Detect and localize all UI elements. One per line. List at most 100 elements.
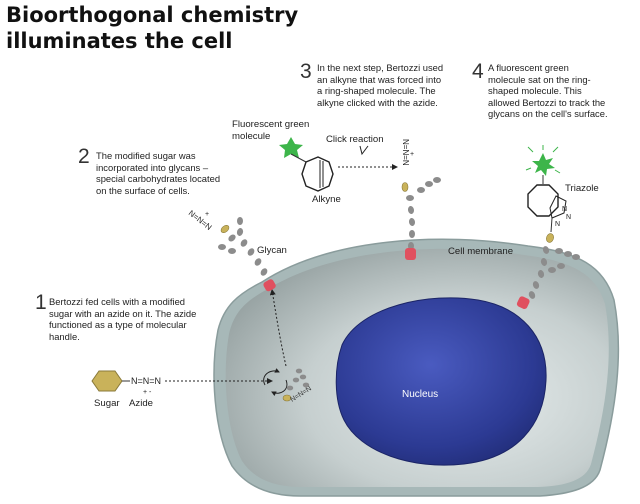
step-4-line-4: allowed Bertozzi to track the [488,96,606,108]
step-4-line-1: A fluorescent green [488,62,569,73]
triazole-n-2: N [566,214,571,221]
title-line-1: Bioorthogonal chemistry [6,3,299,27]
glycan3-unit-1 [542,246,550,254]
glow-ray-5 [554,169,561,174]
glow-ray-4 [525,167,532,171]
inner-glycan-unit-3 [295,368,303,374]
step-3-line-4: alkyne clicked with the azide. [317,96,438,108]
glycan3-unit-8 [572,254,580,260]
fluorescent-label-line-2: molecule [232,130,271,142]
glycan1-unit-2 [254,258,262,266]
glycan1-unit-6 [237,217,243,225]
membrane-anchor-1 [263,279,276,292]
cycle-arrow-2 [271,379,288,397]
glycan1-azide: N=N=N [187,208,214,232]
step-4-line-3: shaped molecule. This [488,85,582,97]
fluor-glow-star [532,153,555,176]
triazole-octagon [527,184,559,217]
glycan3-unit-9 [548,267,556,273]
step-1-line-2: sugar with an azide on it. The azide [49,307,197,319]
triazole-label: Triazole [565,183,599,194]
step-2-number: 2 [78,145,90,168]
glycan1-unit-5 [236,228,244,236]
step-1-number: 1 [35,291,47,314]
step-3-number: 3 [300,60,312,83]
glycan3-unit-2 [540,258,548,266]
azide-label: Azide [129,398,153,409]
glycan1-unit-7 [228,248,236,254]
step-4-line-5: glycans on the cell's surface. [488,108,608,120]
page-title: Bioorthogonal chemistry illuminates the … [6,2,298,54]
cell-membrane-label: Cell membrane [448,246,514,257]
glycan1-unit-8 [218,244,226,250]
inner-glycan-unit-5 [302,382,310,388]
glycan2-unit-4 [409,230,415,238]
sugar-label: Sugar [94,398,120,409]
glycan3-unit-7 [564,251,572,257]
step-2-line-4: on the surface of cells. [96,184,190,196]
inner-sugar [282,394,292,402]
triazole-to-sugar [550,217,553,233]
cell [213,238,620,497]
fluorescent-molecule-label: Fluorescent green molecule [232,119,309,142]
triazole-n-1: N [562,206,567,213]
cyclooctyne-ring [301,156,334,192]
glycan3-unit-6 [555,248,563,254]
membrane-anchor-3 [516,296,530,309]
glycan1-sugar [220,225,230,233]
fluorophore-link [290,153,307,163]
glycan3-unit-3 [537,270,545,278]
inner-glycan-unit-2 [292,377,300,383]
labelled-glycan: N N N [516,145,580,309]
glycan1-azide-plus: + [205,211,209,218]
glycan3-unit-10 [557,263,565,269]
glow-ray-2 [552,146,559,153]
step-2-line-1: The modified sugar was [96,150,196,161]
cycle-arrow-1 [263,368,280,386]
glycan2-unit-3 [408,218,416,226]
click-reaction-tick [359,145,369,156]
glycan2-sugar [401,182,409,192]
step-3-line-3: a ring-shaped molecule. The [317,85,436,97]
glycan1-unit-9 [228,234,236,242]
glycan3-unit-4 [532,281,540,289]
glycan3-unit-5 [528,291,536,299]
glycan2-unit-8 [433,177,441,183]
step-2-text: The modified sugar was incorporated into… [96,150,220,196]
step-3-line-2: an alkyne that was forced into [317,73,442,85]
glycan-target: N=N=N + [401,139,441,260]
inner-glycan-unit-1 [286,385,294,391]
step-1-text: Bertozzi fed cells with a modified sugar… [49,296,196,342]
nucleus-label: Nucleus [402,389,439,400]
fluorescent-label-line-1: Fluorescent green [232,119,310,130]
membrane-anchor-2 [405,248,416,260]
green-fluorophore-star [279,137,303,158]
click-reaction-label: Click reaction [326,134,384,145]
azide-charges: + - [143,389,152,396]
alkyne-reagent [279,137,398,192]
inner-glycan-unit-4 [299,374,307,380]
triazole-ring [549,195,567,219]
triazole-n-3: N [555,221,560,228]
glow-ray-1 [527,146,534,153]
glycan1-unit-4 [240,239,248,247]
glycan2-unit-2 [407,206,415,214]
nucleus [335,297,547,466]
step-3-line-1: In the next step, Bertozzi used [317,62,444,73]
glycan1-unit-1 [260,268,268,276]
step-1-line-1: Bertozzi fed cells with a modified [49,296,185,307]
title-line-2: illuminates the cell [6,29,233,53]
glycan2-azide-plus: + [410,151,414,158]
alkyne-label: Alkyne [312,194,341,205]
step-4-number: 4 [472,60,484,83]
step-2-line-2: incorporated into glycans – [96,161,209,173]
glycan2-azide: N=N=N [401,139,410,166]
step-2-line-3: special carbohydrates located [96,173,221,185]
glycan2-unit-7 [425,181,433,187]
step-1-line-3: functioned as a type of molecular [49,319,187,331]
glycan-label: Glycan [257,245,287,256]
glycan2-unit-1 [406,195,414,201]
step-3-text: In the next step, Bertozzi used an alkyn… [317,62,443,108]
glycan3-sugar [546,233,554,243]
step-4-text: A fluorescent green molecule sat on the … [488,62,608,120]
